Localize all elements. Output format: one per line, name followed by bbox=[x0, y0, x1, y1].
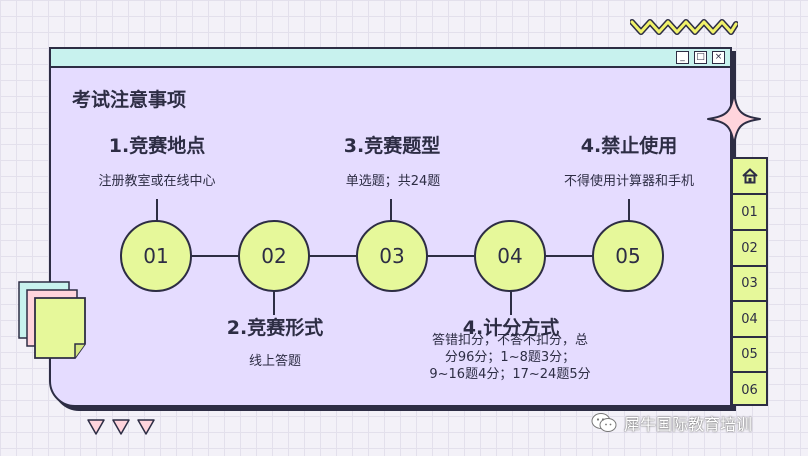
notice-window: _ □ × 考试注意事项 1.竞赛地点 注册教室或在线中心 3.竞赛题型 单选题… bbox=[49, 47, 732, 407]
connector-horizontal bbox=[427, 255, 475, 257]
item-desc-question-type: 单选题；共24题 bbox=[345, 174, 441, 189]
side-tab-04[interactable]: 04 bbox=[733, 302, 766, 338]
scoring-line-1: 答错扣分，不答不扣分，总 bbox=[431, 333, 588, 348]
side-tab-06[interactable]: 06 bbox=[741, 382, 758, 398]
scoring-line-3: 9~16题4分；17~24题5分 bbox=[429, 367, 591, 382]
step-circle-04: 04 bbox=[474, 220, 546, 292]
item-heading-prohibited: 4.禁止使用 bbox=[580, 135, 678, 157]
connector-vertical bbox=[273, 291, 275, 315]
watermark: 犀牛国际教育培训 bbox=[590, 409, 800, 437]
side-tab-02[interactable]: 02 bbox=[733, 231, 766, 267]
item-heading-scoring: 4.计分方式 bbox=[462, 317, 560, 339]
watermark-text: 犀牛国际教育培训 bbox=[624, 415, 753, 434]
minimize-button[interactable]: _ bbox=[676, 51, 689, 64]
step-circle-05: 05 bbox=[592, 220, 664, 292]
side-tab-column: 01 02 03 04 05 06 bbox=[731, 157, 768, 406]
connector-horizontal bbox=[545, 255, 593, 257]
side-tab-01[interactable]: 01 bbox=[733, 195, 766, 231]
maximize-button[interactable]: □ bbox=[694, 51, 707, 64]
zigzag-decoration bbox=[630, 19, 738, 35]
sticky-notes-decoration bbox=[18, 281, 86, 359]
connector-vertical bbox=[390, 199, 392, 221]
step-circle-02: 02 bbox=[238, 220, 310, 292]
item-heading-format: 2.竞赛形式 bbox=[226, 317, 324, 339]
connector-vertical bbox=[156, 199, 158, 221]
wechat-icon bbox=[591, 413, 617, 432]
item-heading-location: 1.竞赛地点 bbox=[108, 135, 206, 157]
side-tab-03[interactable]: 03 bbox=[733, 266, 766, 302]
side-tab-home[interactable] bbox=[733, 159, 766, 195]
side-tab-05[interactable]: 05 bbox=[733, 337, 766, 373]
item-desc-scoring: 答错扣分，不答不扣分，总 分96分；1~8题3分； 9~16题4分；17~24题… bbox=[403, 332, 617, 383]
close-button[interactable]: × bbox=[712, 51, 725, 64]
step-circle-01: 01 bbox=[120, 220, 192, 292]
step-circle-03: 03 bbox=[356, 220, 428, 292]
scoring-line-2: 分96分；1~8题3分； bbox=[444, 350, 576, 365]
item-desc-location: 注册教室或在线中心 bbox=[98, 174, 216, 189]
window-titlebar: _ □ × bbox=[51, 49, 730, 68]
connector-vertical bbox=[510, 291, 512, 315]
page-title: 考试注意事项 bbox=[72, 89, 187, 111]
sparkle-decoration bbox=[707, 92, 761, 146]
home-icon bbox=[741, 168, 758, 184]
connector-horizontal bbox=[191, 255, 239, 257]
triangle-decoration bbox=[87, 419, 155, 435]
item-desc-prohibited: 不得使用计算器和手机 bbox=[563, 174, 694, 189]
item-heading-question-type: 3.竞赛题型 bbox=[343, 135, 441, 157]
item-desc-format: 线上答题 bbox=[248, 354, 301, 369]
connector-horizontal bbox=[309, 255, 357, 257]
connector-vertical bbox=[628, 199, 630, 221]
